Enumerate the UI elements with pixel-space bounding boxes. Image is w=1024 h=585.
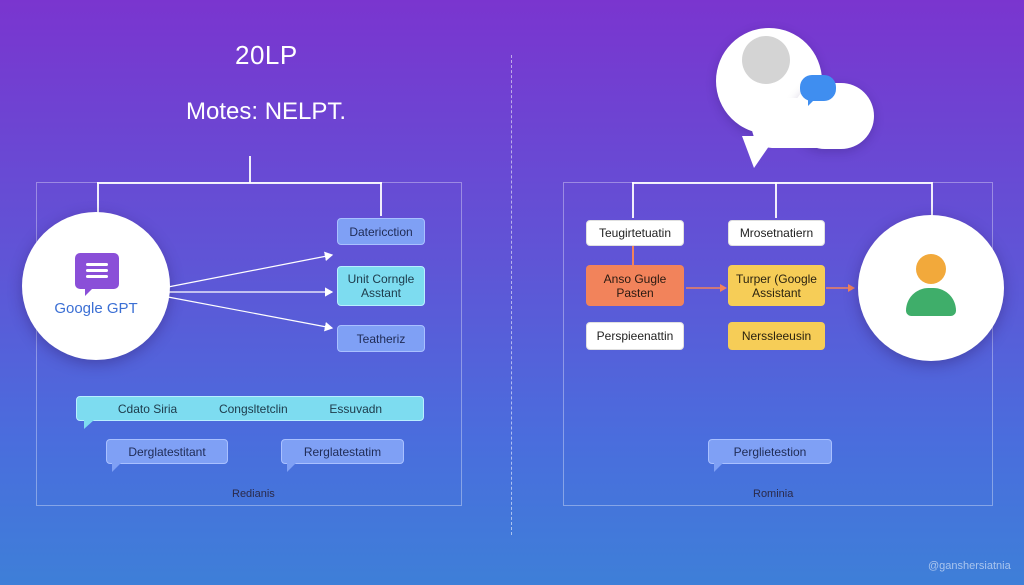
perglietestion-bubble[interactable]: Perglietestion	[708, 439, 832, 464]
right-connector-horizontal	[632, 182, 932, 184]
bar-item-cdato-siria: Cdato Siria	[117, 401, 178, 416]
nerssleeusin-box[interactable]: Nerssleeusin	[728, 322, 825, 350]
services-bar-tail	[84, 420, 94, 429]
page-subtitle: Motes: NELPT.	[186, 98, 347, 125]
blue-chat-bubble	[800, 75, 836, 101]
arrow-to-teatheriz	[167, 296, 334, 332]
mrosetnatiern-box[interactable]: Mrosetnatiern	[728, 220, 825, 246]
turper-google-box[interactable]: Turper (Google Assistant	[728, 265, 825, 306]
datericction-box[interactable]: Datericction	[337, 218, 425, 245]
teugirtetuatin-box[interactable]: Teugirtetuatin	[586, 220, 684, 246]
right-caption: Rominia	[753, 488, 794, 500]
user-hub[interactable]	[858, 215, 1004, 361]
unit-corngle-box[interactable]: Unit Corngle Asstant	[337, 266, 425, 306]
hub-arrows	[167, 251, 334, 332]
left-connector-drop-2	[380, 182, 382, 216]
grey-avatar-circle	[742, 36, 790, 84]
services-bar[interactable]: Cdato Siria Congsltetclin Essuvadn	[76, 396, 424, 421]
right-connector-drop-2	[775, 182, 777, 218]
left-connector-horizontal	[97, 182, 382, 184]
derglatestitant-bubble-tail	[112, 463, 121, 472]
chat-icon	[75, 253, 119, 296]
bar-item-essuvadn: Essuvadn	[329, 401, 383, 416]
bar-item-congsltetclin: Congsltetclin	[218, 401, 288, 416]
hub-label: Google GPT	[54, 300, 138, 317]
arrow-to-datericction	[167, 251, 334, 288]
left-caption: Redianis	[232, 488, 275, 500]
orange-link-line	[632, 245, 634, 267]
page-title: 20LP	[235, 40, 298, 70]
rerglatestatim-bubble[interactable]: Rerglatestatim	[281, 439, 404, 464]
watermark: @ganshersiatnia	[928, 560, 1011, 572]
derglatestitant-bubble[interactable]: Derglatestitant	[106, 439, 228, 464]
left-connector-drop-1	[97, 182, 99, 216]
person-icon	[903, 254, 959, 320]
flow-arrows	[686, 284, 855, 292]
anso-gugle-box[interactable]: Anso Gugle Pasten	[586, 265, 684, 306]
left-connector-vertical	[249, 156, 251, 183]
right-connector-drop-1	[632, 182, 634, 218]
speech-bubble-icon	[712, 28, 878, 173]
teatheriz-box[interactable]: Teatheriz	[337, 325, 425, 352]
center-divider	[511, 55, 512, 535]
perglietestion-bubble-tail	[714, 463, 723, 472]
google-gpt-hub[interactable]: Google GPT	[22, 212, 170, 360]
perspieenattin-box[interactable]: Perspieenattin	[586, 322, 684, 350]
right-connector-drop-3	[931, 182, 933, 216]
rerglatestatim-bubble-tail	[287, 463, 296, 472]
